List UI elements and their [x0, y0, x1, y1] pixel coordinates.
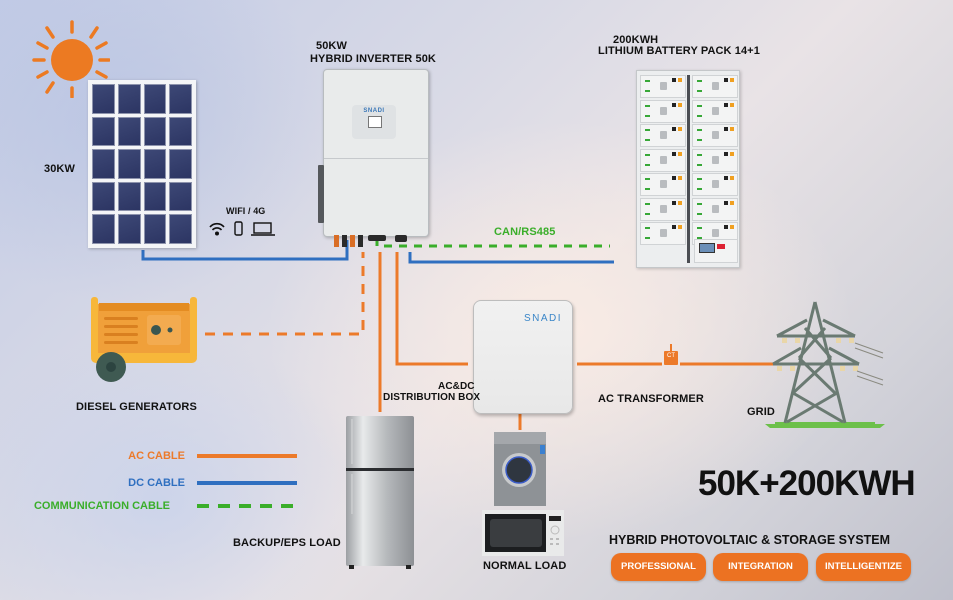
- connectivity-icons: [209, 221, 275, 236]
- legend-ac-cable-label: AC CABLE: [128, 450, 185, 462]
- ct-sensor-icon: CT: [664, 351, 678, 365]
- laptop-icon: [251, 222, 275, 236]
- inverter-brand: SNADI: [363, 108, 385, 114]
- sun-icon: [32, 20, 110, 98]
- solar-capacity-label: 30KW: [44, 163, 75, 175]
- diesel-generators-label: DIESEL GENERATORS: [76, 401, 197, 413]
- inverter-title: HYBRID INVERTER 50K: [310, 53, 436, 65]
- distribution-label-line2: DISTRIBUTION BOX: [383, 392, 481, 403]
- distribution-box-brand: SNADI: [523, 313, 562, 324]
- legend-communication-cable-label: COMMUNICATION CABLE: [33, 500, 170, 512]
- microwave-icon: [482, 510, 564, 556]
- phone-icon: [234, 221, 243, 236]
- dc-cable-inverter-battery: [408, 252, 614, 264]
- washing-machine-icon: [494, 432, 546, 506]
- lcd-screen-icon: [368, 116, 382, 128]
- can-rs485-label: CAN/RS485: [494, 226, 556, 238]
- solar-panel-icon: [88, 80, 196, 248]
- distribution-label-line1: AC&DC: [438, 381, 475, 392]
- communication-cable-can: [375, 238, 610, 248]
- transmission-tower-icon: [765, 301, 885, 428]
- refrigerator-icon: [346, 416, 414, 569]
- connectivity-label: WIFI / 4G: [226, 206, 266, 216]
- battery-title: LITHIUM BATTERY PACK 14+1: [598, 45, 760, 57]
- inverter-power-label: 50KW: [316, 40, 347, 52]
- battery-column-left: [640, 75, 686, 247]
- terminal-icon: [368, 235, 386, 241]
- system-headline: 50K+200KWH: [698, 464, 916, 503]
- terminal-icon: [342, 235, 347, 247]
- terminal-icon: [334, 235, 339, 247]
- battery-column-right: [692, 75, 738, 247]
- ac-cable-distribution: [395, 252, 468, 366]
- inverter-display: SNADI: [352, 105, 396, 139]
- distribution-box: SNADI: [473, 300, 573, 414]
- wifi-icon: [209, 222, 225, 236]
- normal-load-label: NORMAL LOAD: [483, 560, 567, 572]
- battery-controller: [694, 239, 738, 263]
- terminal-icon: [358, 235, 363, 247]
- professional-button[interactable]: PROFESSIONAL: [611, 553, 706, 581]
- terminal-icon: [395, 235, 407, 242]
- legend-dc-cable-label: DC CABLE: [128, 477, 185, 489]
- ac-transformer-label: AC TRANSFORMER: [598, 393, 704, 405]
- hybrid-inverter: SNADI: [323, 69, 429, 237]
- dc-cable-solar-inverter: [141, 240, 349, 261]
- lithium-battery-pack: [636, 70, 740, 268]
- inverter-side-bracket: [318, 165, 324, 223]
- battery-capacity-label: 200KWH: [613, 34, 659, 46]
- ac-cable-generator: [205, 252, 365, 336]
- diesel-generator-icon: [91, 297, 197, 382]
- intelligentize-button[interactable]: INTELLIGENTIZE: [816, 553, 911, 581]
- ct-label: CT: [667, 353, 675, 359]
- grid-label: GRID: [747, 406, 775, 418]
- integration-button[interactable]: INTEGRATION: [713, 553, 808, 581]
- backup-eps-load-label: BACKUP/EPS LOAD: [233, 537, 341, 549]
- system-subheadline: HYBRID PHOTOVOLTAIC & STORAGE SYSTEM: [609, 533, 891, 547]
- terminal-icon: [350, 235, 355, 247]
